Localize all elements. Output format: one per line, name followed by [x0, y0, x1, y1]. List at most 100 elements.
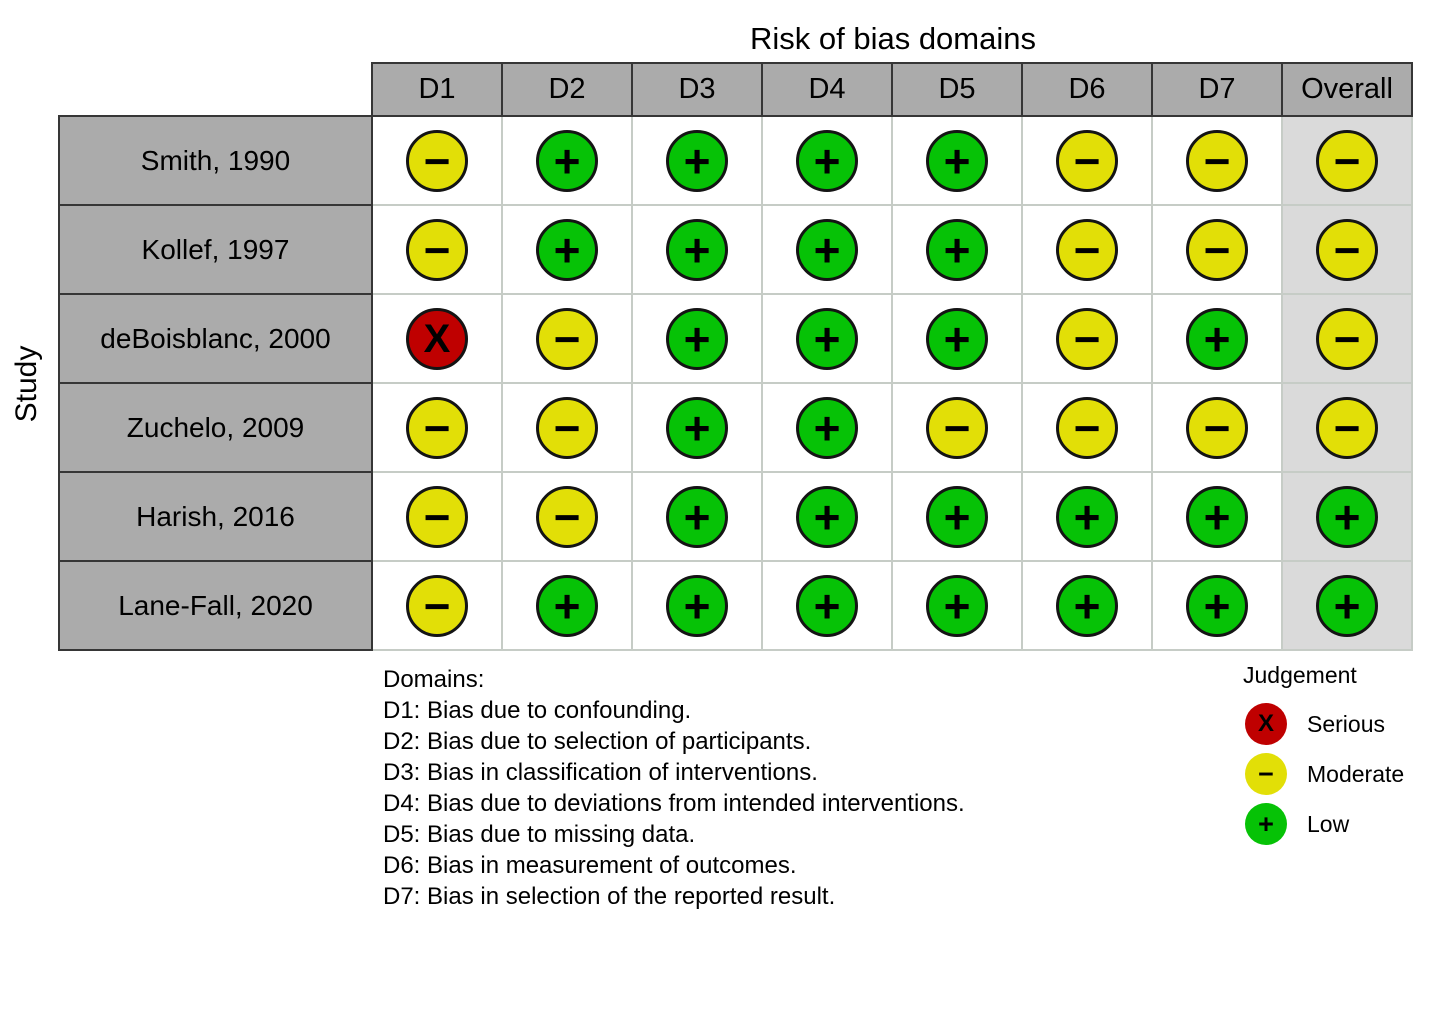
rob-cell: − — [1021, 382, 1153, 473]
rob-cell: + — [631, 293, 763, 384]
judgement-circle: − — [406, 574, 468, 637]
rob-cell: + — [1021, 560, 1153, 651]
rob-cell: + — [1151, 293, 1283, 384]
judgement-circle: + — [796, 307, 858, 370]
serious-judgement-icon: X — [1245, 703, 1287, 745]
judgement-circle: − — [1056, 307, 1118, 370]
chart-title: Risk of bias domains — [749, 21, 1036, 56]
judgement-circle: + — [666, 396, 728, 459]
rob-cell-overall: − — [1281, 293, 1413, 384]
judgement-circle: + — [666, 485, 728, 548]
rob-cell: + — [891, 293, 1023, 384]
rob-cell: − — [371, 471, 503, 562]
judgement-circle: + — [796, 129, 858, 192]
judgement-circle: − — [536, 485, 598, 548]
judgement-circle: − — [926, 396, 988, 459]
rob-cell-overall: + — [1281, 471, 1413, 562]
rob-cell: + — [1021, 471, 1153, 562]
judgement-circle: + — [666, 218, 728, 281]
legend-label: Low — [1307, 810, 1350, 837]
judgement-circle: + — [796, 485, 858, 548]
rob-cell: + — [761, 471, 893, 562]
judgement-circle: − — [1186, 396, 1248, 459]
rob-cell: − — [501, 471, 633, 562]
column-header-d6: D6 — [1021, 62, 1153, 117]
rob-cell: + — [501, 204, 633, 295]
judgement-circle: + — [1316, 485, 1378, 548]
judgement-circle: + — [666, 574, 728, 637]
column-header-d5: D5 — [891, 62, 1023, 117]
study-label: Harish, 2016 — [58, 471, 373, 562]
rob-table: D1 D2 D3 D4 D5 D6 D7 Overall Smith, 1990… — [58, 62, 1413, 651]
study-label: Lane-Fall, 2020 — [58, 560, 373, 651]
rob-cell: + — [761, 382, 893, 473]
judgement-circle: + — [926, 574, 988, 637]
rob-cell: + — [631, 115, 763, 206]
rob-cell-overall: − — [1281, 204, 1413, 295]
judgement-circle: − — [1056, 129, 1118, 192]
rob-cell: + — [631, 560, 763, 651]
judgement-circle: − — [1186, 218, 1248, 281]
rob-cell: − — [371, 560, 503, 651]
rob-cell: − — [1151, 382, 1283, 473]
legend-item-serious: X Serious — [1243, 703, 1404, 745]
table-row: Lane-Fall, 2020 − + + + + + + + — [58, 560, 1413, 651]
column-header-d2: D2 — [501, 62, 633, 117]
study-label: Zuchelo, 2009 — [58, 382, 373, 473]
judgement-legend: Judgement X Serious − Moderate + Low — [1243, 662, 1404, 845]
judgement-circle: + — [796, 574, 858, 637]
judgement-circle: + — [536, 218, 598, 281]
rob-cell: + — [761, 560, 893, 651]
table-row: Harish, 2016 − − + + + + + + — [58, 471, 1413, 562]
table-row: Zuchelo, 2009 − − + + − − − − — [58, 382, 1413, 473]
judgement-circle: − — [1056, 396, 1118, 459]
rob-cell: + — [761, 204, 893, 295]
header-row: D1 D2 D3 D4 D5 D6 D7 Overall — [59, 62, 1413, 117]
judgement-circle: + — [1056, 485, 1118, 548]
domain-definition-d1: D1: Bias due to confounding. — [383, 697, 692, 724]
column-header-d1: D1 — [371, 62, 503, 117]
judgement-circle: − — [406, 218, 468, 281]
domain-definition-d5: D5: Bias due to missing data. — [383, 821, 696, 848]
judgement-circle: + — [536, 574, 598, 637]
study-label: Kollef, 1997 — [58, 204, 373, 295]
judgement-circle: + — [926, 218, 988, 281]
judgement-circle: + — [1186, 307, 1248, 370]
judgement-circle: + — [666, 307, 728, 370]
rob-cell: + — [1151, 560, 1283, 651]
judgement-circle: − — [1316, 307, 1378, 370]
domains-heading: Domains: — [383, 666, 485, 693]
rob-cell: + — [631, 382, 763, 473]
legend-label: Serious — [1307, 710, 1385, 737]
rob-cell: − — [1151, 204, 1283, 295]
domain-definition-d3: D3: Bias in classification of interventi… — [383, 759, 818, 786]
legend-label: Moderate — [1307, 760, 1405, 787]
domains-note: Domains: D1: Bias due to confounding. D2… — [383, 664, 965, 912]
rob-cell: + — [891, 471, 1023, 562]
rob-cell: + — [631, 471, 763, 562]
rob-cell: − — [891, 382, 1023, 473]
judgement-circle: − — [1316, 129, 1378, 192]
judgement-circle: − — [406, 129, 468, 192]
study-label: deBoisblanc, 2000 — [58, 293, 373, 384]
rob-cell: − — [371, 115, 503, 206]
study-label: Smith, 1990 — [58, 115, 373, 206]
judgement-circle: − — [406, 396, 468, 459]
column-header-d7: D7 — [1151, 62, 1283, 117]
rob-cell-overall: + — [1281, 560, 1413, 651]
rob-cell: − — [1151, 115, 1283, 206]
judgement-circle: − — [406, 485, 468, 548]
judgement-circle: + — [796, 396, 858, 459]
judgement-circle: − — [536, 307, 598, 370]
moderate-judgement-icon: − — [1245, 753, 1287, 795]
column-header-d4: D4 — [761, 62, 893, 117]
judgement-circle: + — [796, 218, 858, 281]
rob-cell: − — [1021, 115, 1153, 206]
judgement-circle: + — [1186, 485, 1248, 548]
judgement-circle: + — [926, 129, 988, 192]
column-header-d3: D3 — [631, 62, 763, 117]
rob-cell: − — [1021, 204, 1153, 295]
judgement-circle: + — [1186, 574, 1248, 637]
rob-cell-overall: − — [1281, 115, 1413, 206]
